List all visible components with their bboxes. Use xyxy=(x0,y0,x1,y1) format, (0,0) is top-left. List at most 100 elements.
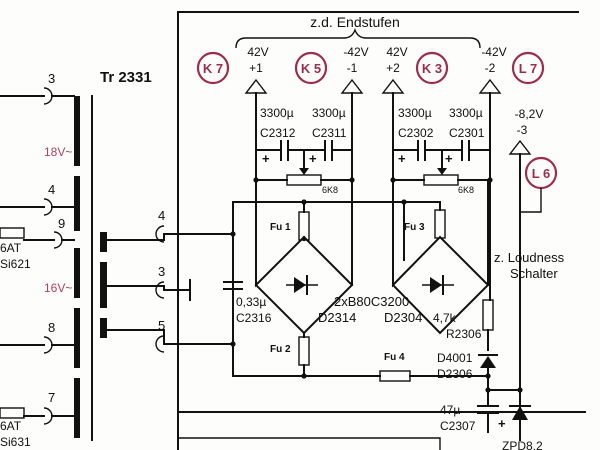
header-title: z.d. Endstufen xyxy=(310,14,400,30)
bridge-type: 2xB80C3200 xyxy=(334,294,409,309)
svg-text:Si631: Si631 xyxy=(0,435,31,449)
svg-text:Fu 3: Fu 3 xyxy=(404,222,425,233)
svg-text:+2: +2 xyxy=(386,61,400,75)
terminal-4: 4 xyxy=(155,208,234,243)
cap-c2316: 0,33µ C2316 xyxy=(223,281,272,325)
bridge-right: Fu 3 xyxy=(391,179,490,335)
svg-text:42V: 42V xyxy=(386,45,407,59)
junction-dots xyxy=(230,177,523,393)
transformer-ref: Tr 2331 xyxy=(100,69,152,86)
voltage-16v: 16V~ xyxy=(44,281,72,295)
svg-text:-42V: -42V xyxy=(481,45,506,59)
svg-text:3300µ: 3300µ xyxy=(260,106,294,120)
svg-text:+1: +1 xyxy=(249,61,263,75)
svg-text:5: 5 xyxy=(158,318,165,333)
trafo-pin-3: 3 xyxy=(0,71,75,105)
rail-plus2: 42V +2 xyxy=(381,45,408,181)
svg-text:6K8: 6K8 xyxy=(322,185,338,195)
svg-text:8: 8 xyxy=(48,320,55,335)
terminal-5: 5 xyxy=(155,318,234,353)
svg-text:+: + xyxy=(262,151,270,166)
svg-text:K 3: K 3 xyxy=(422,61,442,76)
svg-text:ZPD8,2: ZPD8,2 xyxy=(502,439,543,450)
voltage-18v: 18V~ xyxy=(44,145,72,159)
l6-lead xyxy=(520,188,542,213)
trafo-pin-8: 8 xyxy=(0,320,75,354)
fuse-si621: 6AT Si621 xyxy=(0,227,31,271)
svg-text:D2306: D2306 xyxy=(437,367,473,381)
cap-c2307: 47µ C2307 + xyxy=(440,389,506,433)
connector-k7: K 7 xyxy=(196,51,230,85)
svg-text:L 7: L 7 xyxy=(519,61,538,76)
svg-text:-8,2V: -8,2V xyxy=(515,107,544,121)
diode-d4001: D4001 D2306 xyxy=(437,351,498,391)
rail-minus2: -42V -2 xyxy=(478,45,507,301)
fuse-fu4: Fu 4 xyxy=(379,352,411,382)
svg-text:47µ: 47µ xyxy=(440,403,460,417)
svg-text:3300µ: 3300µ xyxy=(398,106,432,120)
fuse-si631: 6AT Si631 xyxy=(0,407,31,449)
trafo-pin-4: 4 xyxy=(0,182,75,216)
cap-c2312: 3300µ C2312 + xyxy=(255,106,305,166)
svg-text:+: + xyxy=(445,151,453,166)
svg-text:6AT: 6AT xyxy=(0,419,22,433)
svg-text:7: 7 xyxy=(48,390,55,405)
svg-text:C2302: C2302 xyxy=(398,126,434,140)
svg-text:C2312: C2312 xyxy=(260,126,296,140)
bridge-left: Fu 1 Fu 2 xyxy=(254,179,354,377)
connector-l6: L 6 xyxy=(524,156,558,190)
zener-zpd82: ZPD8,2 xyxy=(502,405,543,450)
svg-text:4: 4 xyxy=(158,208,165,223)
svg-text:3: 3 xyxy=(158,264,165,279)
board-frame xyxy=(177,11,586,450)
svg-text:-2: -2 xyxy=(485,61,496,75)
svg-text:+: + xyxy=(398,151,406,166)
cap-c2311: 3300µ C2311 + xyxy=(303,106,353,166)
svg-text:3: 3 xyxy=(48,71,55,86)
rail-plus1: 42V +1 xyxy=(244,45,269,181)
connector-l7: L 7 xyxy=(511,51,545,85)
pot-right-6k8: 6K8 xyxy=(392,168,491,195)
loudness-line1: z. Loudness xyxy=(494,250,565,265)
loudness-line2: Schalter xyxy=(510,266,558,281)
svg-text:9: 9 xyxy=(58,216,65,231)
svg-text:Fu 2: Fu 2 xyxy=(270,344,291,355)
terminal-3: 3 xyxy=(155,264,191,301)
svg-text:K 5: K 5 xyxy=(301,61,321,76)
cap-c2301: 3300µ C2301 + xyxy=(441,106,491,166)
svg-text:-3: -3 xyxy=(517,123,528,137)
svg-text:Fu 1: Fu 1 xyxy=(270,222,291,233)
svg-text:C2301: C2301 xyxy=(449,126,485,140)
cap-c2302: 3300µ C2302 + xyxy=(392,106,443,166)
svg-text:3300µ: 3300µ xyxy=(312,106,346,120)
svg-text:0,33µ: 0,33µ xyxy=(236,295,266,309)
svg-text:D4001: D4001 xyxy=(437,351,473,365)
bridge-right-ref: D2304 xyxy=(384,310,422,325)
pot-left-6k8: 6K8 xyxy=(255,168,353,195)
rail-minus3: -8,2V -3 xyxy=(508,107,544,413)
svg-text:3300µ: 3300µ xyxy=(449,106,483,120)
transformer-core xyxy=(74,95,107,441)
svg-text:K 7: K 7 xyxy=(203,61,223,76)
svg-text:Si621: Si621 xyxy=(0,257,31,271)
lower-block xyxy=(178,437,441,450)
svg-text:4,7k: 4,7k xyxy=(433,311,457,325)
svg-text:C2307: C2307 xyxy=(440,419,476,433)
svg-text:-1: -1 xyxy=(347,61,358,75)
connector-k3: K 3 xyxy=(415,51,449,85)
connector-k5: K 5 xyxy=(294,51,328,85)
svg-text:42V: 42V xyxy=(247,45,268,59)
svg-text:4: 4 xyxy=(48,182,55,197)
rail-minus1: -42V -1 xyxy=(340,45,369,181)
ac-loop xyxy=(232,201,489,377)
header-brace xyxy=(235,28,481,49)
svg-text:6K8: 6K8 xyxy=(458,185,474,195)
svg-text:6AT: 6AT xyxy=(0,241,22,255)
trafo-pin-9: 9 xyxy=(23,216,75,249)
secondary-leads xyxy=(106,233,165,345)
svg-text:Fu 4: Fu 4 xyxy=(384,352,405,363)
resistor-r2306: 4,7k R2306 xyxy=(433,299,494,351)
trafo-pin-7: 7 xyxy=(23,390,75,425)
svg-text:C2311: C2311 xyxy=(312,126,347,140)
